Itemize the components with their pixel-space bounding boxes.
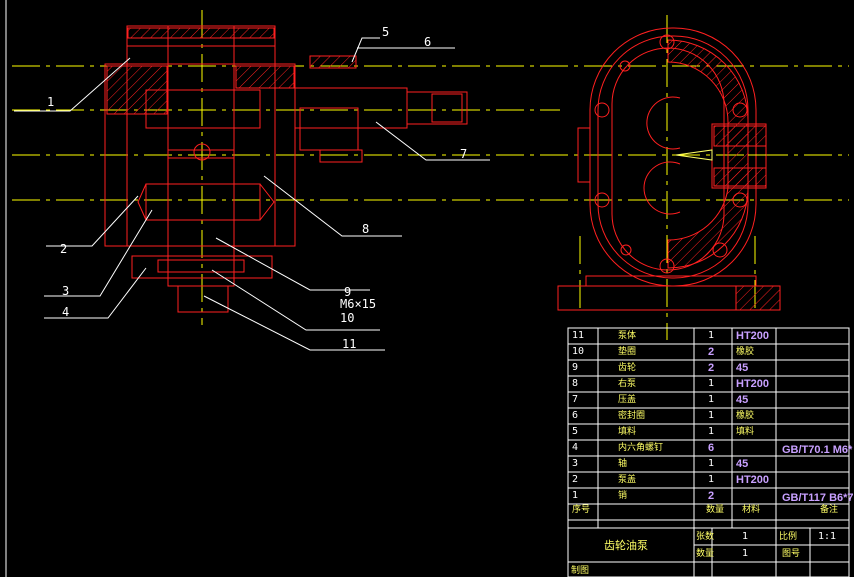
bom-row-qty: 1 <box>708 378 715 389</box>
bom-row-material: 45 <box>736 394 749 406</box>
scale-value: 1:1 <box>818 531 837 542</box>
bom-row-no: 5 <box>572 426 579 437</box>
drawing-title: 齿轮油泵 <box>604 539 648 552</box>
sheets-value: 1 <box>742 531 749 542</box>
drawn-label: 制图 <box>571 566 590 576</box>
part-label-11: 11 <box>342 337 357 351</box>
bom-row-no: 11 <box>572 330 585 341</box>
part-label-7: 7 <box>460 147 468 161</box>
bom-row-no: 10 <box>572 346 585 357</box>
bom-row-name: 密封圈 <box>618 411 646 421</box>
bom-header-qty: 数量 <box>706 505 725 515</box>
bom-header-note: 备注 <box>820 505 839 515</box>
bom-row-qty: 2 <box>708 346 715 358</box>
bom-row-no: 6 <box>572 410 579 421</box>
bom-row-material: HT200 <box>736 474 770 486</box>
bom-row-no: 7 <box>572 394 579 405</box>
part-label-8: 8 <box>362 222 370 236</box>
leader-lines <box>14 37 490 351</box>
part-label-m6x15: M6×15 <box>340 297 377 311</box>
bom-row-no: 8 <box>572 378 579 389</box>
bom-row-material: 橡胶 <box>736 347 755 357</box>
bom-row-material: 45 <box>736 362 749 374</box>
bom-row-name: 齿轮 <box>618 363 637 373</box>
bom-row-material: HT200 <box>736 330 770 342</box>
bom-row-name: 垫圈 <box>618 347 637 357</box>
bom-row-qty: 1 <box>708 474 715 485</box>
part-label-6: 6 <box>424 35 432 49</box>
bom-row-qty: 6 <box>708 442 715 454</box>
part-label-1: 1 <box>47 95 55 109</box>
qty-label: 数量 <box>696 549 715 559</box>
bom-row-name: 填料 <box>618 427 637 437</box>
qty-value: 1 <box>742 548 749 559</box>
bom-row-name: 轴 <box>618 459 628 469</box>
bom-row-name: 泵体 <box>618 331 637 341</box>
bom-row-name: 销 <box>618 491 628 501</box>
bom-row-qty: 1 <box>708 458 715 469</box>
bom-row-note: GB/T70.1 M6* <box>782 444 853 456</box>
bom-row-material: HT200 <box>736 378 770 390</box>
bom-row-name: 压盖 <box>618 395 637 405</box>
bom-row-qty: 1 <box>708 426 715 437</box>
part-label-3: 3 <box>62 284 70 298</box>
bom-row-no: 1 <box>572 490 579 501</box>
part-label-10: 10 <box>340 311 355 325</box>
bom-row-no: 2 <box>572 474 579 485</box>
bom-row-material: 橡胶 <box>736 411 755 421</box>
bom-row-name: 泵盖 <box>618 475 637 485</box>
bom-row-qty: 1 <box>708 394 715 405</box>
bom-row-material: 填料 <box>736 427 755 437</box>
bom-row-name: 内六角螺钉 <box>618 443 664 453</box>
sheets-label: 张数 <box>696 532 715 542</box>
side-view <box>557 27 781 311</box>
bom-row-material: 45 <box>736 458 749 470</box>
bom-grid <box>567 327 850 577</box>
bom-header-material: 材料 <box>742 505 761 515</box>
bom-row-qty: 1 <box>708 330 715 341</box>
part-label-5: 5 <box>382 25 390 39</box>
bom-row-qty: 1 <box>708 410 715 421</box>
part-label-4: 4 <box>62 305 70 319</box>
bom-row-no: 3 <box>572 458 579 469</box>
bom-row-name: 右泵 <box>618 379 637 389</box>
bom-row-note: GB/T117 B6*7 <box>782 492 854 504</box>
part-label-2: 2 <box>60 242 68 256</box>
part-label-9: 9 <box>344 285 352 299</box>
bom-row-no: 9 <box>572 362 579 373</box>
bom-row-qty: 2 <box>708 490 715 502</box>
bom-row-qty: 2 <box>708 362 715 374</box>
drawing-no-label: 图号 <box>782 549 801 559</box>
front-section-view <box>104 25 468 313</box>
scale-label: 比例 <box>779 532 798 542</box>
bom-header-no: 序号 <box>572 505 591 515</box>
bom-row-no: 4 <box>572 442 579 453</box>
